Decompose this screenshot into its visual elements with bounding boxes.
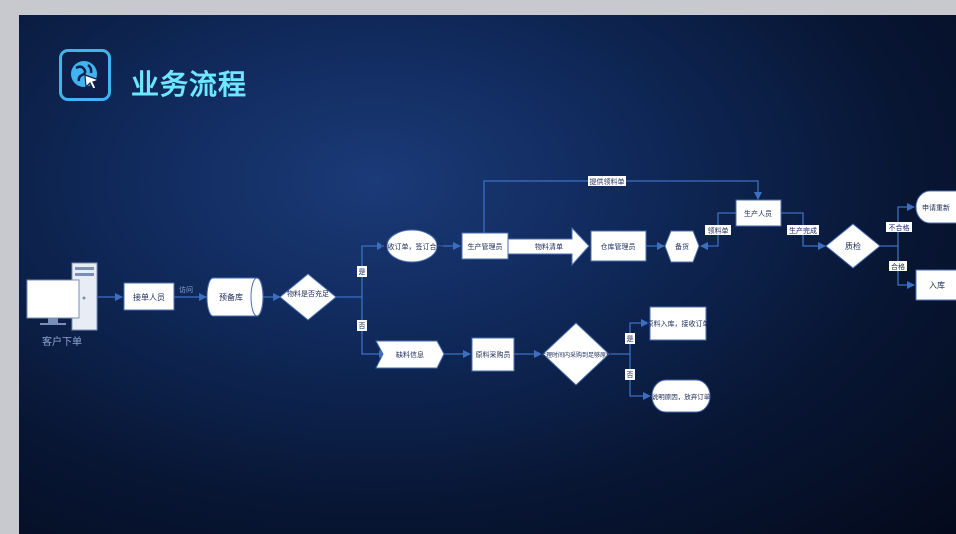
edge-label-unqualified: 不合格 <box>889 223 910 232</box>
receive-contract-node <box>386 229 438 263</box>
material-check-label: 物料是否充足 <box>287 289 329 298</box>
warehouse-in-label: 入库 <box>929 280 945 290</box>
time-check-label: 合理时间内采购到足够原料 <box>540 351 612 359</box>
flowchart: 客户下单 接单人员 预备库 物料是否充足 接收订单，签订合同 生产管理员 物料清… <box>26 176 956 413</box>
pre-stock-label: 预备库 <box>219 292 243 302</box>
edge-label-prod-done: 生产完成 <box>789 226 817 235</box>
receive-contract-label: 接收订单，签订合同 <box>381 242 444 251</box>
edge-label-yes-2: 是 <box>627 335 634 343</box>
edge-label-qualified: 合格 <box>891 262 905 271</box>
computer-icon <box>26 262 98 331</box>
time-check-node <box>542 322 610 386</box>
material-in-label: 原料入库，接收订单 <box>647 319 710 328</box>
reapply-label: 申请重新 <box>922 203 950 212</box>
slide: 业务流程 <box>19 15 956 534</box>
warehouse-in-node <box>915 269 956 301</box>
material-list-node <box>507 226 590 267</box>
material-check-node <box>279 273 337 321</box>
edge-label-no-2: 否 <box>627 371 634 379</box>
client-label: 客户下单 <box>42 335 82 348</box>
production-staff-node <box>735 199 782 227</box>
stocking-node <box>664 230 700 263</box>
explain-reason-node <box>651 379 711 413</box>
shortage-info-label: 缺料信息 <box>396 350 424 359</box>
quality-check-node <box>825 223 881 269</box>
material-in-node <box>649 306 707 341</box>
edge-label-no-1: 否 <box>359 322 366 330</box>
warehouse-manager-label: 仓库管理员 <box>601 242 636 251</box>
warehouse-manager-node <box>590 230 647 262</box>
globe-cursor-icon <box>71 61 101 90</box>
prod-manager-label: 生产管理员 <box>468 242 503 251</box>
quality-check-label: 质检 <box>845 241 861 251</box>
edge-label-provide-list: 提供领料单 <box>590 177 625 186</box>
stocking-label: 备货 <box>675 242 689 251</box>
edge-label-yes-1: 是 <box>359 268 366 276</box>
purchaser-label: 原料采购员 <box>476 350 511 359</box>
purchaser-node <box>471 337 515 372</box>
page-title: 业务流程 <box>131 68 248 101</box>
explain-reason-label: 说明原因，放弃订单 <box>652 392 711 401</box>
edge-label-visit: 访问 <box>179 285 193 294</box>
edge-label-pick-list: 领料单 <box>708 226 729 235</box>
order-staff-label: 接单人员 <box>133 292 165 302</box>
order-staff-node <box>123 282 175 311</box>
logo <box>59 49 111 101</box>
production-staff-label: 生产人员 <box>744 209 772 218</box>
material-list-label: 物料清单 <box>535 242 563 251</box>
shortage-info-node <box>375 340 445 369</box>
reapply-node <box>915 190 956 224</box>
